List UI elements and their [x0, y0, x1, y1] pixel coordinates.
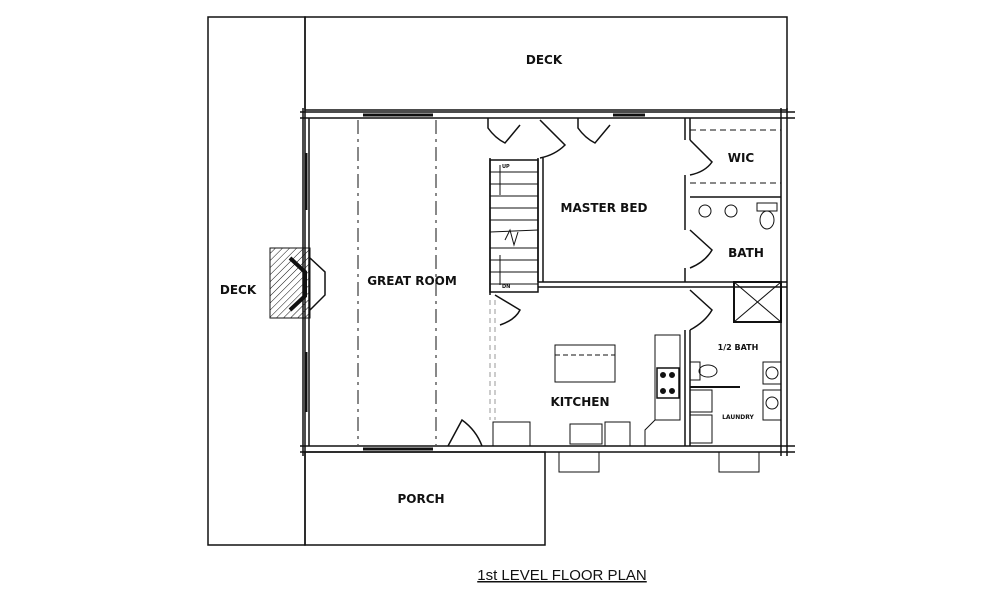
deck-top-outline	[304, 16, 788, 111]
room-label-laundry: LAUNDRY	[722, 414, 754, 421]
room-label-kitchen: KITCHEN	[550, 395, 609, 409]
fireplace	[269, 247, 326, 319]
beam-lines	[357, 120, 437, 445]
room-label-great-room: GREAT ROOM	[367, 274, 457, 288]
plan-title: 1st LEVEL FLOOR PLAN	[477, 567, 647, 584]
room-label-bath: BATH	[728, 246, 764, 260]
room-label-wic: WIC	[728, 151, 755, 165]
fixtures	[492, 202, 782, 473]
stair-down-label: DN	[502, 284, 510, 290]
room-label-master-bed: MASTER BED	[561, 201, 648, 215]
room-label-deck-top: DECK	[526, 53, 563, 67]
exterior-walls	[300, 108, 795, 456]
room-label-deck-left: DECK	[220, 283, 257, 297]
room-label-half-bath: 1/2 BATH	[718, 343, 759, 352]
doors	[447, 118, 713, 447]
stair-up-label: UP	[502, 164, 510, 170]
room-label-porch: PORCH	[397, 492, 444, 506]
stairs: UP DN	[489, 159, 539, 293]
